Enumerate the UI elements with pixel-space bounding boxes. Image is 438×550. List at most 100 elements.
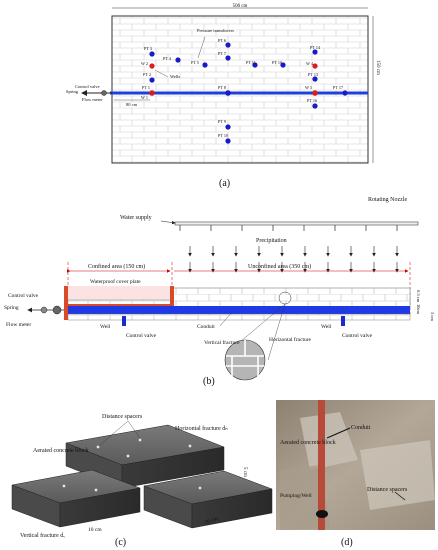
well-point [312,63,318,69]
sensor-label: PT 3 [144,46,152,51]
rotating-nozzle-label: Rotating Nozzle [368,197,407,203]
offset-dimension-label: 80 cm [126,102,138,107]
panel-a: 500 cm 150 cm Control valve Spring Flow … [66,4,380,189]
spring-label: Spring [66,89,79,94]
unconfined-area-label: Unconfined area (350 cm) [248,263,311,270]
well-right-label: Well [321,324,332,330]
vertical-fracture-label: Vertical fracture [204,339,240,346]
sensor-label: PT 6 [218,38,226,43]
sensor-label: PT 5 [191,60,199,65]
confined-area-label: Confined area (150 cm) [88,263,145,270]
sensor-point [225,42,231,48]
water-supply-arrow [160,220,176,225]
sensor-label: PT 2 [143,72,151,77]
sensor-label: PT 10 [218,133,228,138]
control-valve-top-label: Control valve [8,293,39,299]
sensor-label: PT 13 [308,72,318,77]
block-side-face [59,487,141,528]
photo-block [360,440,435,510]
sensor-point [225,124,231,130]
conduit-label: Conduit [197,324,215,330]
block-side-face [121,446,225,489]
horizontal-fracture-label-c: Horizontal fracture dₕ [175,425,228,432]
sensor-point [225,90,231,96]
sensor-label: PT 16 [307,98,317,103]
cover-plate-label: Waterproof cover plate [90,278,141,285]
panel-b-caption: (b) [203,376,215,387]
dim-label: 5 cm [430,312,435,321]
panel-d-caption: (d) [341,537,353,548]
sensor-point [252,62,258,68]
fracture-detail [226,340,264,378]
control-valve-symbol [101,90,107,96]
well-label: W 2 [141,61,148,66]
flow-meter-label: Flow meter [82,97,103,102]
flowmeter-symbol-b [40,306,48,314]
control-valve-label: Control valve [75,84,100,89]
pointer-line [127,420,141,439]
sensor-label: PT 9 [218,119,226,124]
aquifer-plan-view [111,15,369,164]
distance-spacers-label: Distance spacers [102,414,143,420]
block-side-face [191,488,273,529]
well-point [149,90,155,96]
horizontal-fracture-label: Horizontal fracture [269,336,312,343]
water-supply-pipe [174,221,419,226]
sensor-label: PT 17 [333,85,343,90]
dim-5-label: 5 cm [242,467,247,477]
photo-well [316,510,328,518]
valve-symbol-b [52,305,62,315]
sensor-label: PT 14 [310,45,321,50]
sensor-point [202,62,208,68]
sensor-label: PT 7 [218,51,226,56]
sensor-point [175,57,181,63]
dim-20-label: 20 cm [204,516,219,526]
sensor-point [312,76,318,82]
sensor-point [280,62,286,68]
sensor-label: PT 1 [142,85,150,90]
panel-c: Distance spacers Aerated concrete block … [11,414,273,548]
precipitation-arrows [188,246,399,273]
nozzles [179,225,398,231]
cover-plate-right [170,286,174,306]
zoom-line [267,303,286,361]
well-point [149,63,155,69]
photo-block-label: Aerated concrete block [280,440,336,446]
distance-spacers [62,438,202,492]
sensor-label: PT 11 [246,60,256,65]
photo-conduit-label: Conduit [351,425,371,431]
pointer-line [99,420,129,446]
photo-block [300,412,358,470]
control-valve-right-label: Control valve [342,333,373,339]
sensor-point [225,55,231,61]
control-valve-left-label: Control valve [126,333,157,339]
photo-arrow [394,491,406,501]
precipitation-label: Precipitation [256,238,287,244]
sensor-label: PT 10 [272,60,282,65]
conduit-section [68,306,410,314]
photo-well-label: Pumping/Well [280,493,312,499]
well-label: W 4 [306,61,314,66]
vertical-fracture-label-c: Vertical fracture dᵥ [20,532,65,539]
flow-meter-label-b: Flow meter [6,322,31,328]
sensor-point [225,138,231,144]
well-label: W 1 [141,95,148,100]
photo-conduit [318,400,325,530]
sensor-point [149,51,155,57]
wells-label: Wells [170,74,180,79]
dim-label: 6.5 cm [416,290,421,303]
pressure-transducers-label: Pressure transducers [197,28,234,33]
cover-plate [68,304,172,306]
pointer-line [219,311,233,327]
base-blocks [67,313,411,321]
panel-d: Conduit Aerated concrete block Pumping/W… [276,400,435,548]
well-label: W 3 [305,85,312,90]
width-dimension-label: 500 cm [233,4,248,9]
well-point [312,90,318,96]
sensor-label: PT 4 [163,56,172,61]
panel-a-caption: (a) [219,178,230,189]
well-left-label: Well [100,324,111,330]
sensor-label: PT 8 [218,85,226,90]
water-supply-label: Water supply [120,215,152,221]
